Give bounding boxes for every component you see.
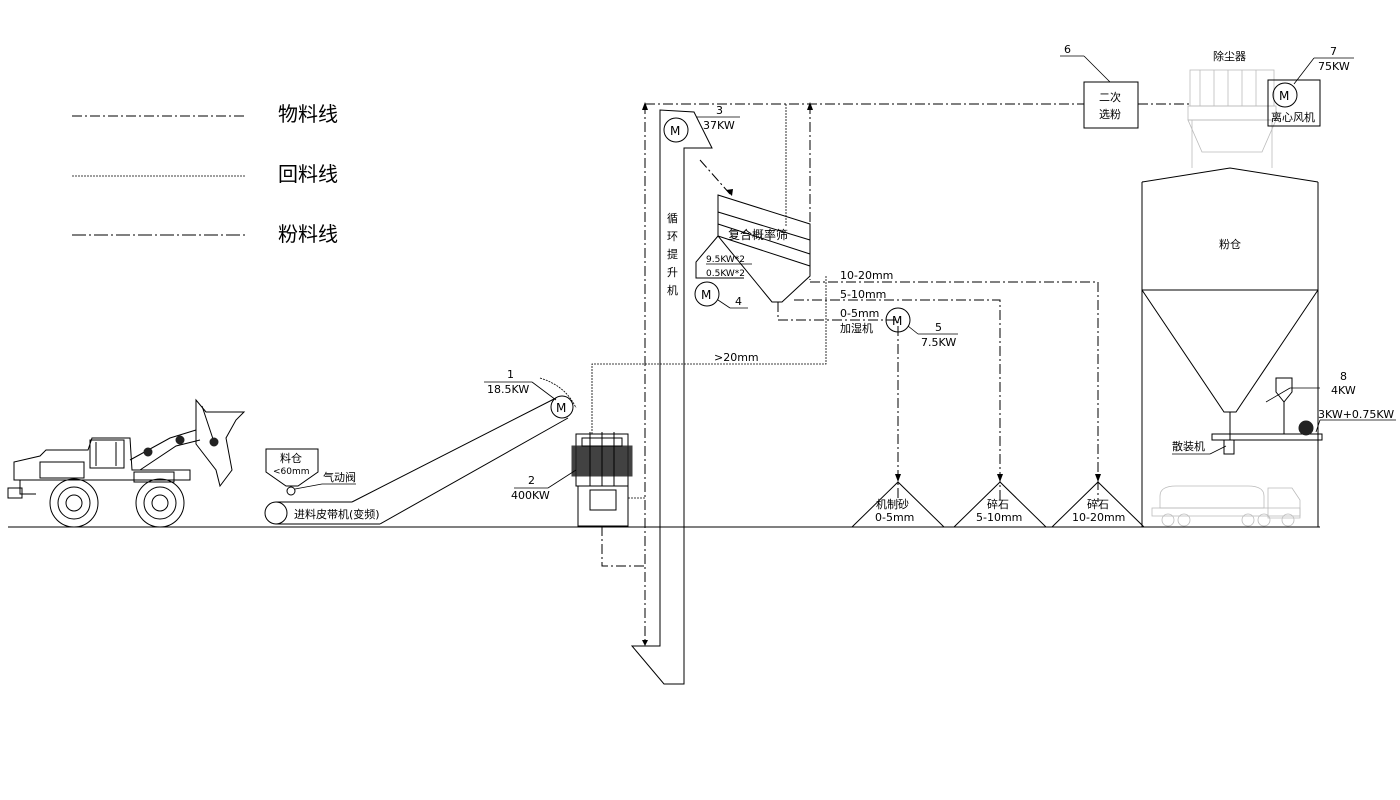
size-0-5-label: 0-5mm [840, 307, 879, 320]
stockpile-1-size: 0-5mm [875, 511, 914, 524]
crusher: 2 400KW [511, 432, 633, 527]
dust-collector: 除尘器 M 离心风机 7 75KW [1187, 45, 1354, 168]
motor-3-icon [663, 117, 689, 143]
equip-3-power: 37KW [703, 119, 735, 132]
hopper: 料仓 <60mm 气动阀 [265, 448, 356, 496]
stockpile-gravel-large: 碎石 10-20mm [1050, 481, 1146, 528]
elevator-label-5: 机 [667, 283, 678, 297]
stockpile-3-name: 碎石 [1087, 497, 1109, 511]
legend: 物料线 回料线 粉料线 [72, 102, 338, 246]
flow-lines [591, 102, 1190, 646]
equip-8-number: 8 [1340, 370, 1347, 383]
equip-1-number: 1 [507, 368, 514, 381]
size-5-10-label: 5-10mm [840, 288, 886, 301]
motor-3-symbol: M [670, 124, 680, 138]
hopper-label: 料仓 [280, 451, 302, 465]
equip-1-power: 18.5KW [487, 383, 529, 396]
oversize-label: >20mm [714, 351, 759, 364]
bulk-loader-label: 散装机 [1172, 439, 1205, 453]
stockpile-1-name: 机制砂 [876, 497, 909, 511]
powder-silo: 粉仓 [1141, 167, 1319, 527]
equip-2-number: 2 [528, 474, 535, 487]
legend-return-label: 回料线 [278, 162, 338, 186]
pneumatic-valve-icon [286, 486, 296, 496]
elevator-label-1: 循 [667, 212, 678, 225]
hopper-size-label: <60mm [273, 467, 310, 477]
stockpile-gravel-small: 碎石 5-10mm [952, 481, 1048, 528]
stockpile-3-size: 10-20mm [1072, 511, 1125, 524]
motor-1-symbol: M [556, 401, 566, 415]
stockpile-2-name: 碎石 [987, 497, 1009, 511]
circulating-elevator: M 3 37KW 循 环 提 升 机 [630, 104, 740, 685]
silo-label: 粉仓 [1219, 237, 1241, 251]
composite-probability-screen: 复合概率筛 9.5KW*2 0.5KW*2 M 4 [694, 194, 811, 309]
motor-7-symbol: M [1279, 89, 1289, 103]
elevator-label-3: 提 [667, 248, 678, 261]
classifier-label-1: 二次 [1099, 90, 1121, 104]
screen-motor-b: 0.5KW*2 [706, 269, 745, 279]
equip-7-power: 75KW [1318, 60, 1350, 73]
elevator-label-2: 环 [667, 230, 678, 243]
equip-5-number: 5 [935, 321, 942, 334]
loader-power-label: 3KW+0.75KW [1318, 408, 1394, 421]
equip-2-power: 400KW [511, 489, 550, 502]
stockpile-sand: 机制砂 0-5mm [850, 481, 946, 528]
motor-7-icon [1272, 82, 1298, 108]
belt-pulley-icon [264, 501, 288, 525]
elevator-label-4: 升 [667, 266, 678, 279]
loader-fan-icon [1298, 420, 1314, 436]
motor-5-symbol: M [892, 314, 902, 328]
feed-belt-conveyor: 进料皮带机(变频) M 1 18.5KW [264, 368, 577, 525]
equip-8-power: 4KW [1331, 384, 1356, 397]
motor-1-icon [550, 395, 574, 419]
tanker-truck-icon [1151, 485, 1301, 527]
dust-collector-label: 除尘器 [1213, 49, 1246, 63]
equip-6-number: 6 [1064, 43, 1071, 56]
wheel-loader-icon [7, 398, 246, 528]
screen-motor-a: 9.5KW*2 [706, 255, 745, 265]
fan-label: 离心风机 [1271, 110, 1315, 124]
secondary-classifier: 二次 选粉 6 [1060, 43, 1139, 129]
screen-label: 复合概率筛 [728, 227, 788, 242]
bulk-loader: 8 4KW 3KW+0.75KW 散装机 [1172, 370, 1396, 455]
equip-3-number: 3 [716, 104, 723, 117]
equip-4-number: 4 [735, 295, 742, 308]
size-10-20-label: 10-20mm [840, 269, 893, 282]
humidifier: M 5 7.5KW 加湿机 [840, 307, 958, 349]
valve-label: 气动阀 [323, 470, 356, 484]
equip-5-power: 7.5KW [921, 336, 956, 349]
humidifier-label: 加湿机 [840, 321, 873, 335]
motor-4-icon [694, 281, 720, 307]
stockpile-2-size: 5-10mm [976, 511, 1022, 524]
equip-7-number: 7 [1330, 45, 1337, 58]
feed-belt-label: 进料皮带机(变频) [294, 507, 380, 521]
legend-material-label: 物料线 [278, 102, 338, 126]
motor-4-symbol: M [701, 288, 711, 302]
classifier-label-2: 选粉 [1099, 108, 1121, 121]
legend-powder-label: 粉料线 [278, 222, 338, 246]
